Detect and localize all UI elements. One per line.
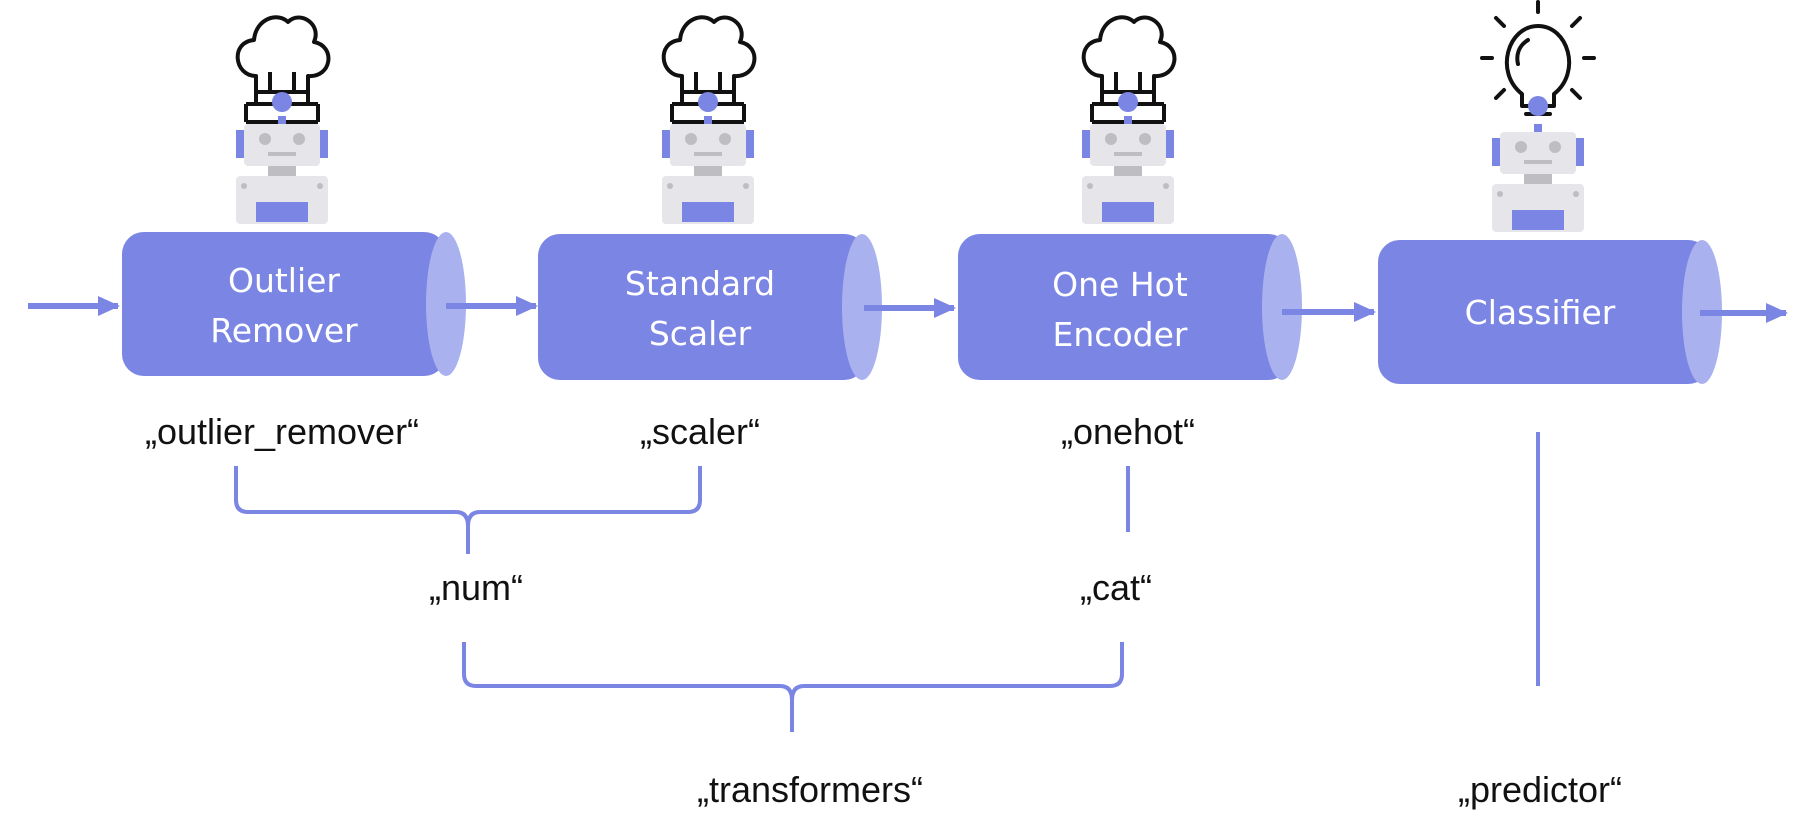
group-num-label: „num“ [428,567,524,608]
num-brace [234,466,702,554]
step-title-line1: Classifier [1465,293,1616,332]
step-classifier: Classifier [1378,0,1722,384]
step-key-outlier-remover: „outlier_remover“ [144,411,420,452]
robot-icon [236,116,328,224]
step-title-line1: Standard [625,264,775,303]
robot-icon [1492,124,1584,232]
step-title-line1: One Hot [1052,265,1188,304]
step-title-line2: Scaler [649,314,752,353]
robot-icon [1082,116,1174,224]
step-title-line1: Outlier [228,261,340,300]
step-title-line2: Encoder [1053,315,1188,354]
step-outlier-remover: Outlier Remover [122,15,466,376]
robot-antenna [1528,96,1548,116]
robot-antenna [272,92,292,112]
transformers-brace [462,642,1124,732]
pipe-end [1262,234,1302,380]
robot-antenna [698,92,718,112]
robot-antenna [1118,92,1138,112]
group-transformers-label: „transformers“ [696,769,924,810]
pipe-body [1378,240,1710,384]
step-standard-scaler: Standard Scaler [538,15,882,380]
step-one-hot-encoder: One Hot Encoder [958,15,1302,380]
pipe-body [538,234,866,380]
step-key-onehot: „onehot“ [1060,411,1196,452]
pipe-body [958,234,1290,380]
step-key-scaler: „scaler“ [639,411,761,452]
pipe-body [122,232,446,376]
group-predictor-label: „predictor“ [1457,769,1623,810]
robot-icon [662,116,754,224]
pipe-end [842,234,882,380]
step-title-line2: Remover [210,311,358,350]
group-cat-label: „cat“ [1080,567,1152,608]
